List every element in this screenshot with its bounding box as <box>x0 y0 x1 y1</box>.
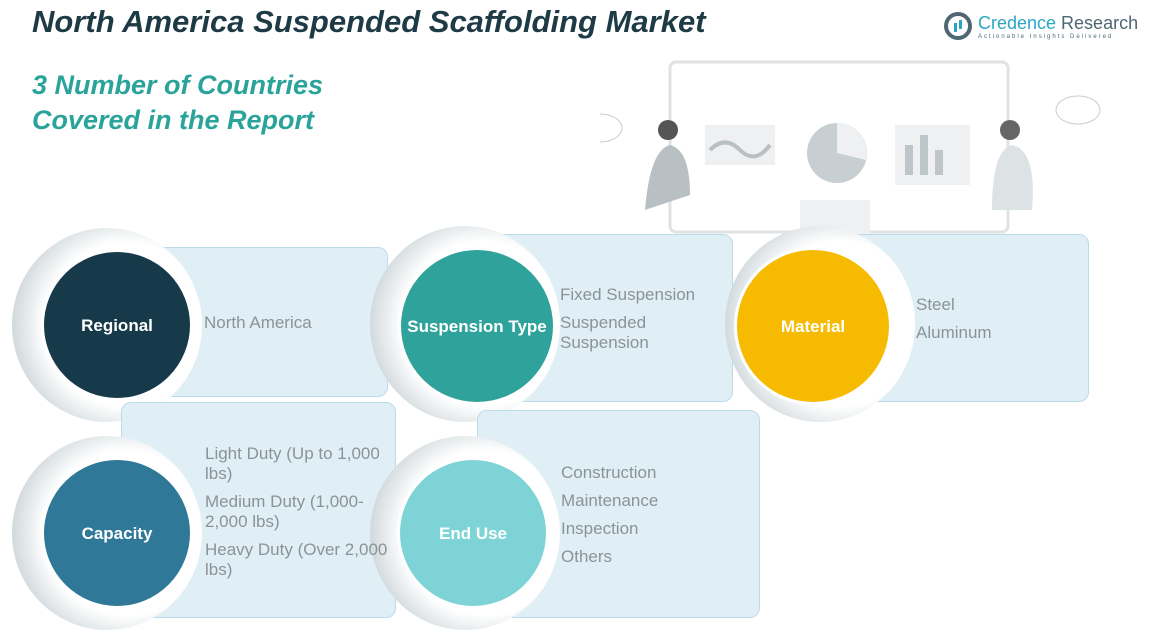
segment-item: Heavy Duty (Over 2,000 lbs) <box>205 540 388 579</box>
segment-item: North America <box>204 313 312 332</box>
segment-item: Others <box>561 547 613 566</box>
logo-name: Credence <box>978 12 1057 33</box>
segment-item: Light Duty (Up to 1,000 lbs) <box>205 444 380 483</box>
segment-item: Fixed Suspension <box>560 285 696 304</box>
segment-item: Suspended Suspension <box>560 313 649 352</box>
regional-circle: Regional <box>41 249 193 401</box>
logo-icon <box>944 12 972 40</box>
logo-name-2: Research <box>1056 12 1139 33</box>
enduse-circle: End Use <box>397 457 549 609</box>
presentation-illustration-icon <box>600 60 1101 235</box>
segment-item: Inspection <box>561 519 639 538</box>
page-title: North America Suspended Scaffolding Mark… <box>32 4 706 39</box>
credence-logo: Credence Research Actionable Insights De… <box>944 12 1138 40</box>
segment-item: Maintenance <box>561 491 659 510</box>
segment-item: Medium Duty (1,000-2,000 lbs) <box>205 492 364 531</box>
capacity-items: Light Duty (Up to 1,000 lbs) Medium Duty … <box>205 444 395 588</box>
logo-tagline: Actionable Insights Delivered <box>978 33 1114 40</box>
subtitle-line-2: Covered in the Report <box>32 105 315 135</box>
capacity-circle: Capacity <box>41 457 193 609</box>
segment-item: Aluminum <box>916 323 992 342</box>
regional-items: North America <box>204 313 384 341</box>
segment-item: Construction <box>561 463 657 482</box>
suspension-circle: Suspension Type <box>398 247 556 405</box>
subtitle-line-1: 3 Number of Countries <box>32 70 324 100</box>
material-circle: Material <box>734 247 892 405</box>
segment-item: Steel <box>916 295 955 314</box>
